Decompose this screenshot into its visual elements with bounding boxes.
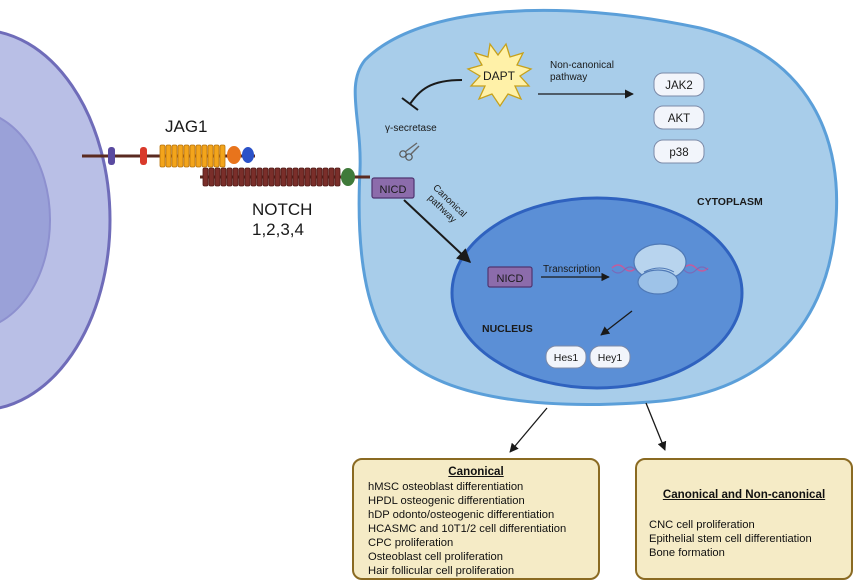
svg-text:JAK2: JAK2 [665,80,693,92]
canonical-noncanonical-title: Canonical and Non-canonical [662,488,826,501]
svg-text:Hes1: Hes1 [554,352,579,364]
canonical-arrow [403,199,472,263]
list-item: Hair follicular cell proliferation [368,565,515,577]
list-item: CPC proliferation [368,537,454,549]
dapt-inhibition-line [409,79,463,105]
transcription-label: Transcription [543,264,600,275]
kinase-jak2: JAK2 [653,72,705,97]
inhibition-bar [401,97,419,111]
arrow-to-both-box [645,402,667,451]
target-hey1: Hey1 [589,345,631,369]
list-item: hDP odonto/osteogenic differentiation [368,509,555,521]
svg-text:p38: p38 [669,147,688,159]
arrow-to-canonical-box [509,407,548,453]
gamma-secretase-label: γ-secretase [385,123,437,134]
list-item: HPDL osteogenic differentiation [368,495,525,507]
nicd-membrane-badge: NICD [371,177,415,199]
list-item: Osteoblast cell proliferation [368,551,503,563]
receptor-label-line2: 1,2,3,4 [252,220,304,239]
dapt-label: DAPT [483,69,516,83]
noncanonical-label-line1: Non-canonical [550,60,614,71]
ligand-label: JAG1 [165,117,208,136]
list-item: CNC cell proliferation [649,519,755,531]
svg-text:AKT: AKT [668,113,690,125]
cytoplasm-label: CYTOPLASM [697,196,763,208]
list-item: HCASMC and 10T1/2 cell differentiation [368,523,567,535]
canonical-outcomes-list: hMSC osteoblast differentiation HPDL ost… [368,480,598,578]
notch-receptor [200,167,370,187]
gene-expression-arrow [600,310,633,336]
canonical-noncanonical-list: CNC cell proliferation Epithelial stem c… [649,518,851,560]
jag1-ligand [82,144,255,168]
nicd-membrane-label: NICD [380,184,407,196]
kinase-akt: AKT [653,105,705,130]
noncanonical-label-line2: pathway [550,72,587,83]
kinase-p38: p38 [653,139,705,164]
canonical-noncanonical-outcomes-box: Canonical and Non-canonical CNC cell pro… [635,458,853,580]
nucleus-label: NUCLEUS [482,323,533,335]
nicd-nucleus-badge: NICD [487,266,533,288]
nicd-nucleus-label: NICD [497,273,524,285]
rna-polymerase-icon [633,243,687,295]
target-hes1: Hes1 [545,345,587,369]
scissors-icon [399,142,420,161]
list-item: Bone formation [649,547,725,559]
canonical-outcomes-title: Canonical [448,465,504,478]
canonical-outcomes-box: Canonical hMSC osteoblast differentiatio… [352,458,600,580]
svg-text:Hey1: Hey1 [598,352,623,364]
list-item: Epithelial stem cell differentiation [649,533,812,545]
sending-cell [0,30,112,410]
list-item: hMSC osteoblast differentiation [368,481,524,493]
receptor-label-line1: NOTCH [252,200,312,219]
dapt-star: DAPT [466,42,533,108]
